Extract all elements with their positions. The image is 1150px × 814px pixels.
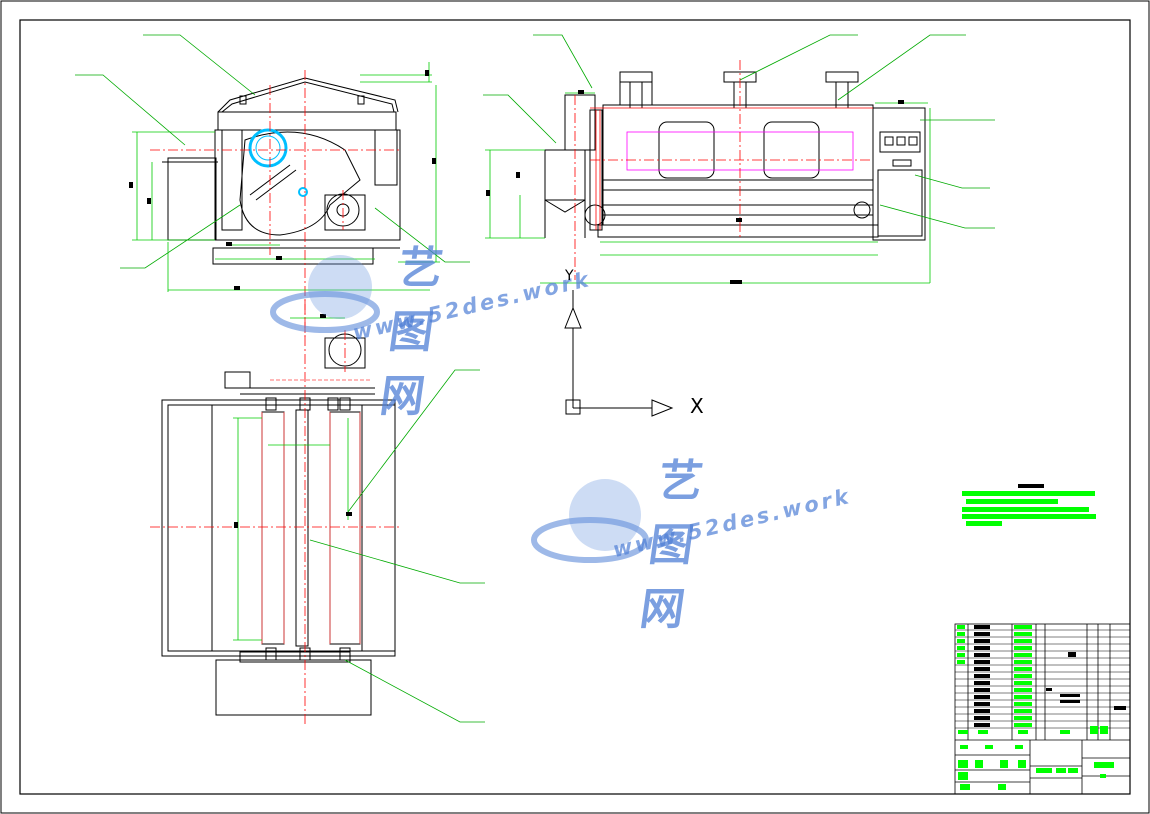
parts-code-mark: [974, 674, 990, 678]
parts-index-mark: [957, 660, 965, 664]
tech-note-title-mark: [1018, 484, 1044, 488]
watermark-globe-icon: [531, 479, 649, 563]
front-view-dim-texts: [129, 70, 436, 318]
top-view-dim-texts: [234, 512, 352, 528]
parts-code-mark: [974, 646, 990, 650]
parts-code-mark: [974, 695, 990, 699]
parts-code-mark: [974, 625, 990, 629]
parts-code-mark: [974, 660, 990, 664]
top-view-centerlines: [150, 300, 400, 725]
parts-code-mark: [974, 702, 990, 706]
ucs-axis-icon: [564, 290, 674, 417]
parts-name-mark: [1014, 716, 1032, 720]
parts-name-mark: [1014, 653, 1032, 657]
parts-name-mark: [1014, 681, 1032, 685]
parts-index-mark: [957, 632, 965, 636]
axis-x-label: X: [690, 394, 704, 418]
parts-index-mark: [957, 625, 965, 629]
parts-code-mark: [974, 667, 990, 671]
parts-list-fills: [957, 625, 1032, 727]
parts-name-mark: [1014, 702, 1032, 706]
watermark-globe-icon: [270, 255, 380, 333]
parts-name-mark: [1014, 674, 1032, 678]
top-view-dimensions: [233, 417, 349, 641]
front-view-leaders: [75, 34, 470, 269]
top-view-leaders: [309, 369, 485, 723]
parts-code-mark: [974, 639, 990, 643]
parts-name-mark: [1014, 709, 1032, 713]
title-block-dark: [1046, 652, 1126, 710]
parts-index-mark: [957, 653, 965, 657]
front-view-dimensions: [132, 62, 440, 319]
front-view: [162, 77, 401, 265]
parts-index-mark: [957, 639, 965, 643]
parts-code-mark: [974, 653, 990, 657]
side-view-leaders: [483, 34, 995, 229]
side-view-red: [574, 60, 873, 280]
parts-code-mark: [974, 681, 990, 685]
parts-index-mark: [957, 646, 965, 650]
top-view-red-rolls: [261, 379, 370, 644]
technical-notes: [962, 484, 1096, 526]
parts-name-mark: [1014, 639, 1032, 643]
axis-y-label: Y: [565, 268, 574, 284]
parts-name-mark: [1014, 695, 1032, 699]
parts-name-mark: [1014, 625, 1032, 629]
parts-name-mark: [1014, 667, 1032, 671]
parts-code-mark: [974, 716, 990, 720]
parts-code-mark: [974, 723, 990, 727]
parts-name-mark: [1014, 688, 1032, 692]
parts-code-mark: [974, 632, 990, 636]
parts-code-mark: [974, 688, 990, 692]
title-block: [954, 623, 1131, 795]
parts-code-mark: [974, 709, 990, 713]
parts-name-mark: [1014, 646, 1032, 650]
parts-name-mark: [1014, 723, 1032, 727]
side-view-dim-texts: [486, 90, 904, 284]
parts-name-mark: [1014, 660, 1032, 664]
parts-name-mark: [1014, 632, 1032, 636]
title-block-fills: [958, 726, 1114, 790]
inner-frame: [19, 19, 1131, 795]
